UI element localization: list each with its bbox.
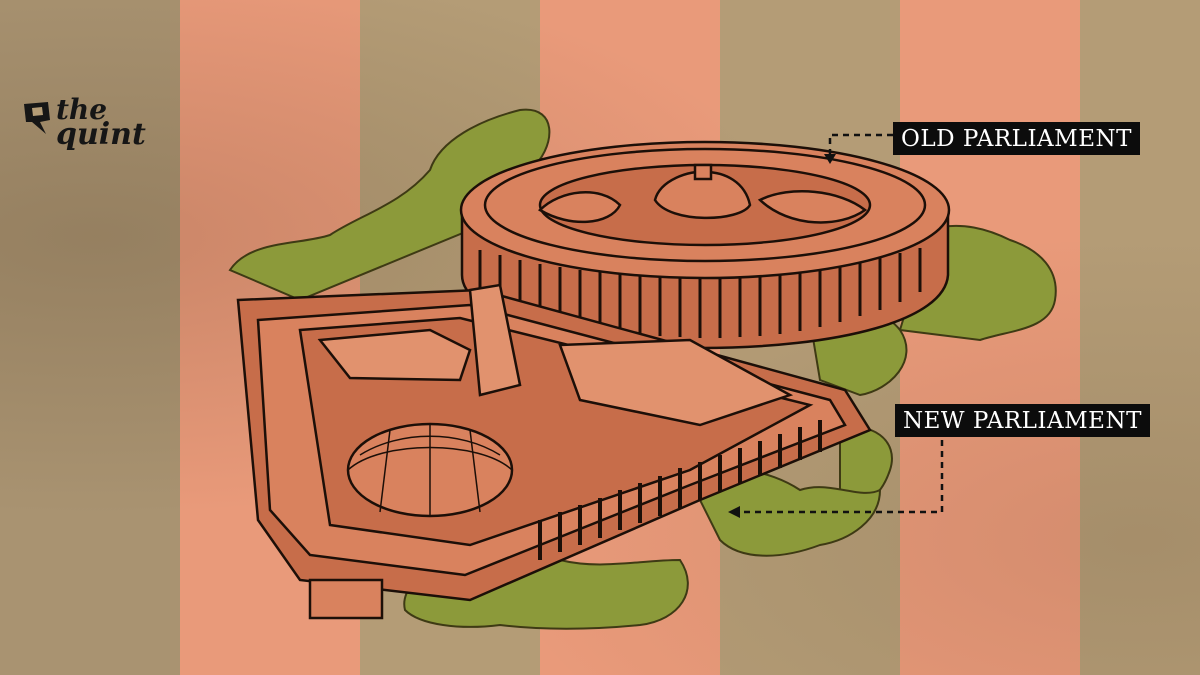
logo-text-the: the	[56, 93, 108, 126]
background-stripe	[1080, 0, 1200, 675]
old-parliament-building	[459, 140, 951, 350]
new-parliament-label: NEW PARLIAMENT	[895, 404, 1150, 437]
new-parliament-pointer	[738, 440, 944, 514]
logo-text-quint: quint	[56, 117, 146, 152]
old-parliament-label: OLD PARLIAMENT	[893, 122, 1140, 155]
old-parliament-pointer	[828, 133, 893, 158]
arrow-down-icon	[824, 154, 836, 164]
new-parliament-building	[236, 283, 872, 620]
speech-bubble-icon	[24, 102, 50, 134]
arrow-left-icon	[728, 506, 740, 518]
the-quint-logo[interactable]: the quint	[20, 96, 150, 160]
